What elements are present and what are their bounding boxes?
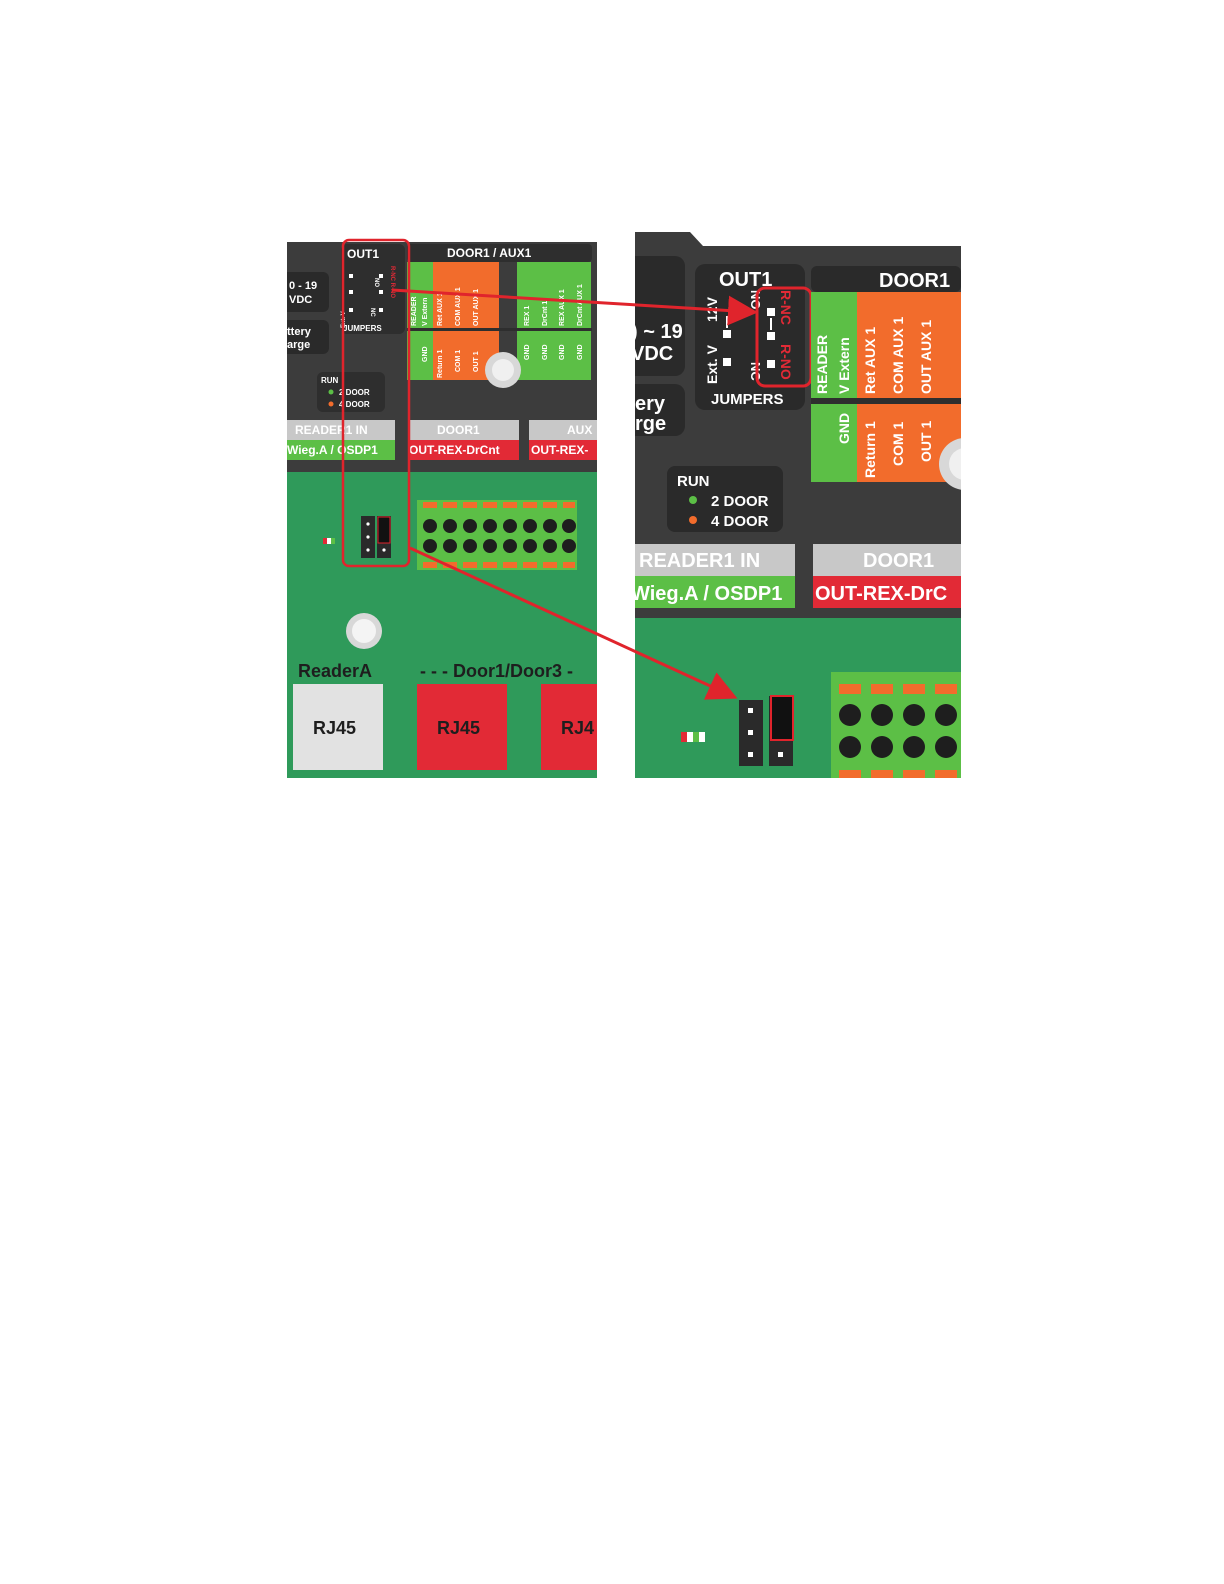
term-bot-2: COM 1 [455, 350, 462, 372]
zoom-out1-title: OUT1 [719, 269, 772, 291]
led-orange-icon [328, 401, 334, 407]
out1-title: OUT1 [347, 247, 379, 261]
out-rex-label: OUT-REX-DrCnt [409, 443, 500, 457]
zoom-jumper-cap [770, 695, 794, 741]
wieg-label: Wieg.A / OSDP1 [287, 443, 378, 457]
term-top-7: DrCnt 1 [542, 301, 549, 326]
out1-block [341, 244, 405, 334]
out-rex-aux-label: OUT-REX- [531, 443, 588, 457]
zoom-detail-panel: ) ~ 19 VDC ery rge OUT1 Ext. V 12V NO NC… [635, 232, 961, 778]
zoom-reader-col-0: READER [814, 335, 830, 394]
zoom-orange-bot-2: OUT 1 [918, 421, 934, 462]
zoom-led-orange-icon [689, 516, 697, 524]
term-top-0: READER [411, 296, 418, 326]
door1-strip-label: DOOR1 [437, 423, 480, 437]
zoom-door4: 4 DOOR [711, 513, 769, 530]
terminal-connector [417, 500, 577, 570]
zoom-orange-top-2: OUT AUX 1 [918, 320, 934, 394]
out1-red-labels: R-NC R-NO [389, 266, 395, 298]
zoom-door1-strip: DOOR1 [863, 550, 934, 572]
term-bot-7: GND [559, 344, 566, 360]
zoom-orange-bot-0: Return 1 [862, 421, 878, 478]
run-label: RUN [321, 376, 339, 385]
term-top-3: COM AUX 1 [455, 287, 462, 326]
zoom-rno: R-NO [778, 344, 794, 380]
zoom-run-block [667, 466, 783, 532]
battery-line2: arge [287, 339, 310, 351]
zoom-reader-col-1: V Extern [836, 337, 852, 394]
door-aux-title: DOOR1 / AUX1 [447, 246, 532, 260]
term-top-6: REX 1 [524, 306, 531, 326]
zoom-jumpers: JUMPERS [711, 391, 784, 408]
term-bot-8: GND [577, 344, 584, 360]
zoom-door2: 2 DOOR [711, 493, 769, 510]
zoom-rnc: R-NC [778, 290, 794, 325]
term-top-9: DrCnt AUX 1 [577, 284, 584, 326]
run-block [317, 372, 385, 412]
board-overview-panel: 0 - 19 VDC ttery arge OUT1 NO NC R-NC R-… [287, 232, 597, 778]
jumper-cap [377, 516, 391, 544]
board-overview-svg: 0 - 19 VDC ttery arge OUT1 NO NC R-NC R-… [287, 232, 597, 778]
vdc-line2: VDC [289, 294, 312, 306]
led-green-icon [328, 389, 334, 395]
battery-line1: ttery [287, 326, 312, 338]
rj45-reader-port [293, 684, 383, 770]
rj45-door-port [417, 684, 507, 770]
door1-door3-label: - - - Door1/Door3 - [420, 661, 573, 681]
term-bot-3: OUT 1 [473, 351, 480, 372]
out1-no: NO [373, 278, 379, 287]
zoom-gnd: GND [836, 413, 852, 444]
zoom-door1-title: DOOR1 [879, 270, 950, 292]
zoom-battery-line1: ery [635, 393, 666, 415]
zoom-vdc-line1: ) ~ 19 [635, 321, 683, 343]
rj45-3-label: RJ4 [561, 718, 594, 738]
term-top-1: V Extern [422, 298, 429, 326]
aux-strip-label: AUX [567, 423, 592, 437]
reader1-in-label: READER1 IN [295, 423, 368, 437]
vdc-line1: 0 - 19 [289, 280, 317, 292]
zoom-ext-v: Ext. V [704, 344, 720, 384]
door4-label: 4 DOOR [339, 400, 370, 409]
zoom-orange-top-0: Ret AUX 1 [862, 327, 878, 394]
term-bot-1: Return 1 [437, 350, 444, 379]
reader1-in-strip [287, 420, 395, 440]
term-top-8: REX AUX 1 [559, 289, 566, 326]
out1-nc: NC [369, 308, 375, 317]
term-bot-6: GND [542, 344, 549, 360]
zoom-reader1-in: READER1 IN [639, 550, 760, 572]
zoom-wieg: Wieg.A / OSDP1 [635, 583, 782, 605]
jumpers-label: JUMPERS [343, 324, 382, 333]
term-bot-0: GND [422, 346, 429, 362]
zoom-detail-svg: ) ~ 19 VDC ery rge OUT1 Ext. V 12V NO NC… [635, 232, 961, 778]
zoom-orange-bot-1: COM 1 [890, 421, 906, 466]
reader-a-label: ReaderA [298, 661, 372, 681]
rj45-2-label: RJ45 [437, 718, 480, 738]
zoom-terminal-green [811, 292, 857, 482]
zoom-out-rex: OUT-REX-DrC [815, 583, 947, 605]
term-top-4: OUT AUX 1 [473, 289, 480, 326]
zoom-12v: 12V [704, 296, 720, 322]
zoom-led-green-icon [689, 496, 697, 504]
zoom-vdc-line2: VDC [635, 343, 673, 365]
zoom-battery-line2: rge [635, 413, 666, 435]
door2-label: 2 DOOR [339, 388, 370, 397]
terminal-green-reader [407, 262, 433, 380]
term-bot-5: GND [524, 344, 531, 360]
zoom-orange-top-1: COM AUX 1 [890, 317, 906, 394]
term-top-2: Ret AUX 1 [437, 292, 444, 326]
terminal-green-block [517, 262, 591, 380]
rj45-1-label: RJ45 [313, 718, 356, 738]
zoom-run: RUN [677, 473, 710, 490]
highlight-frame [341, 238, 411, 568]
